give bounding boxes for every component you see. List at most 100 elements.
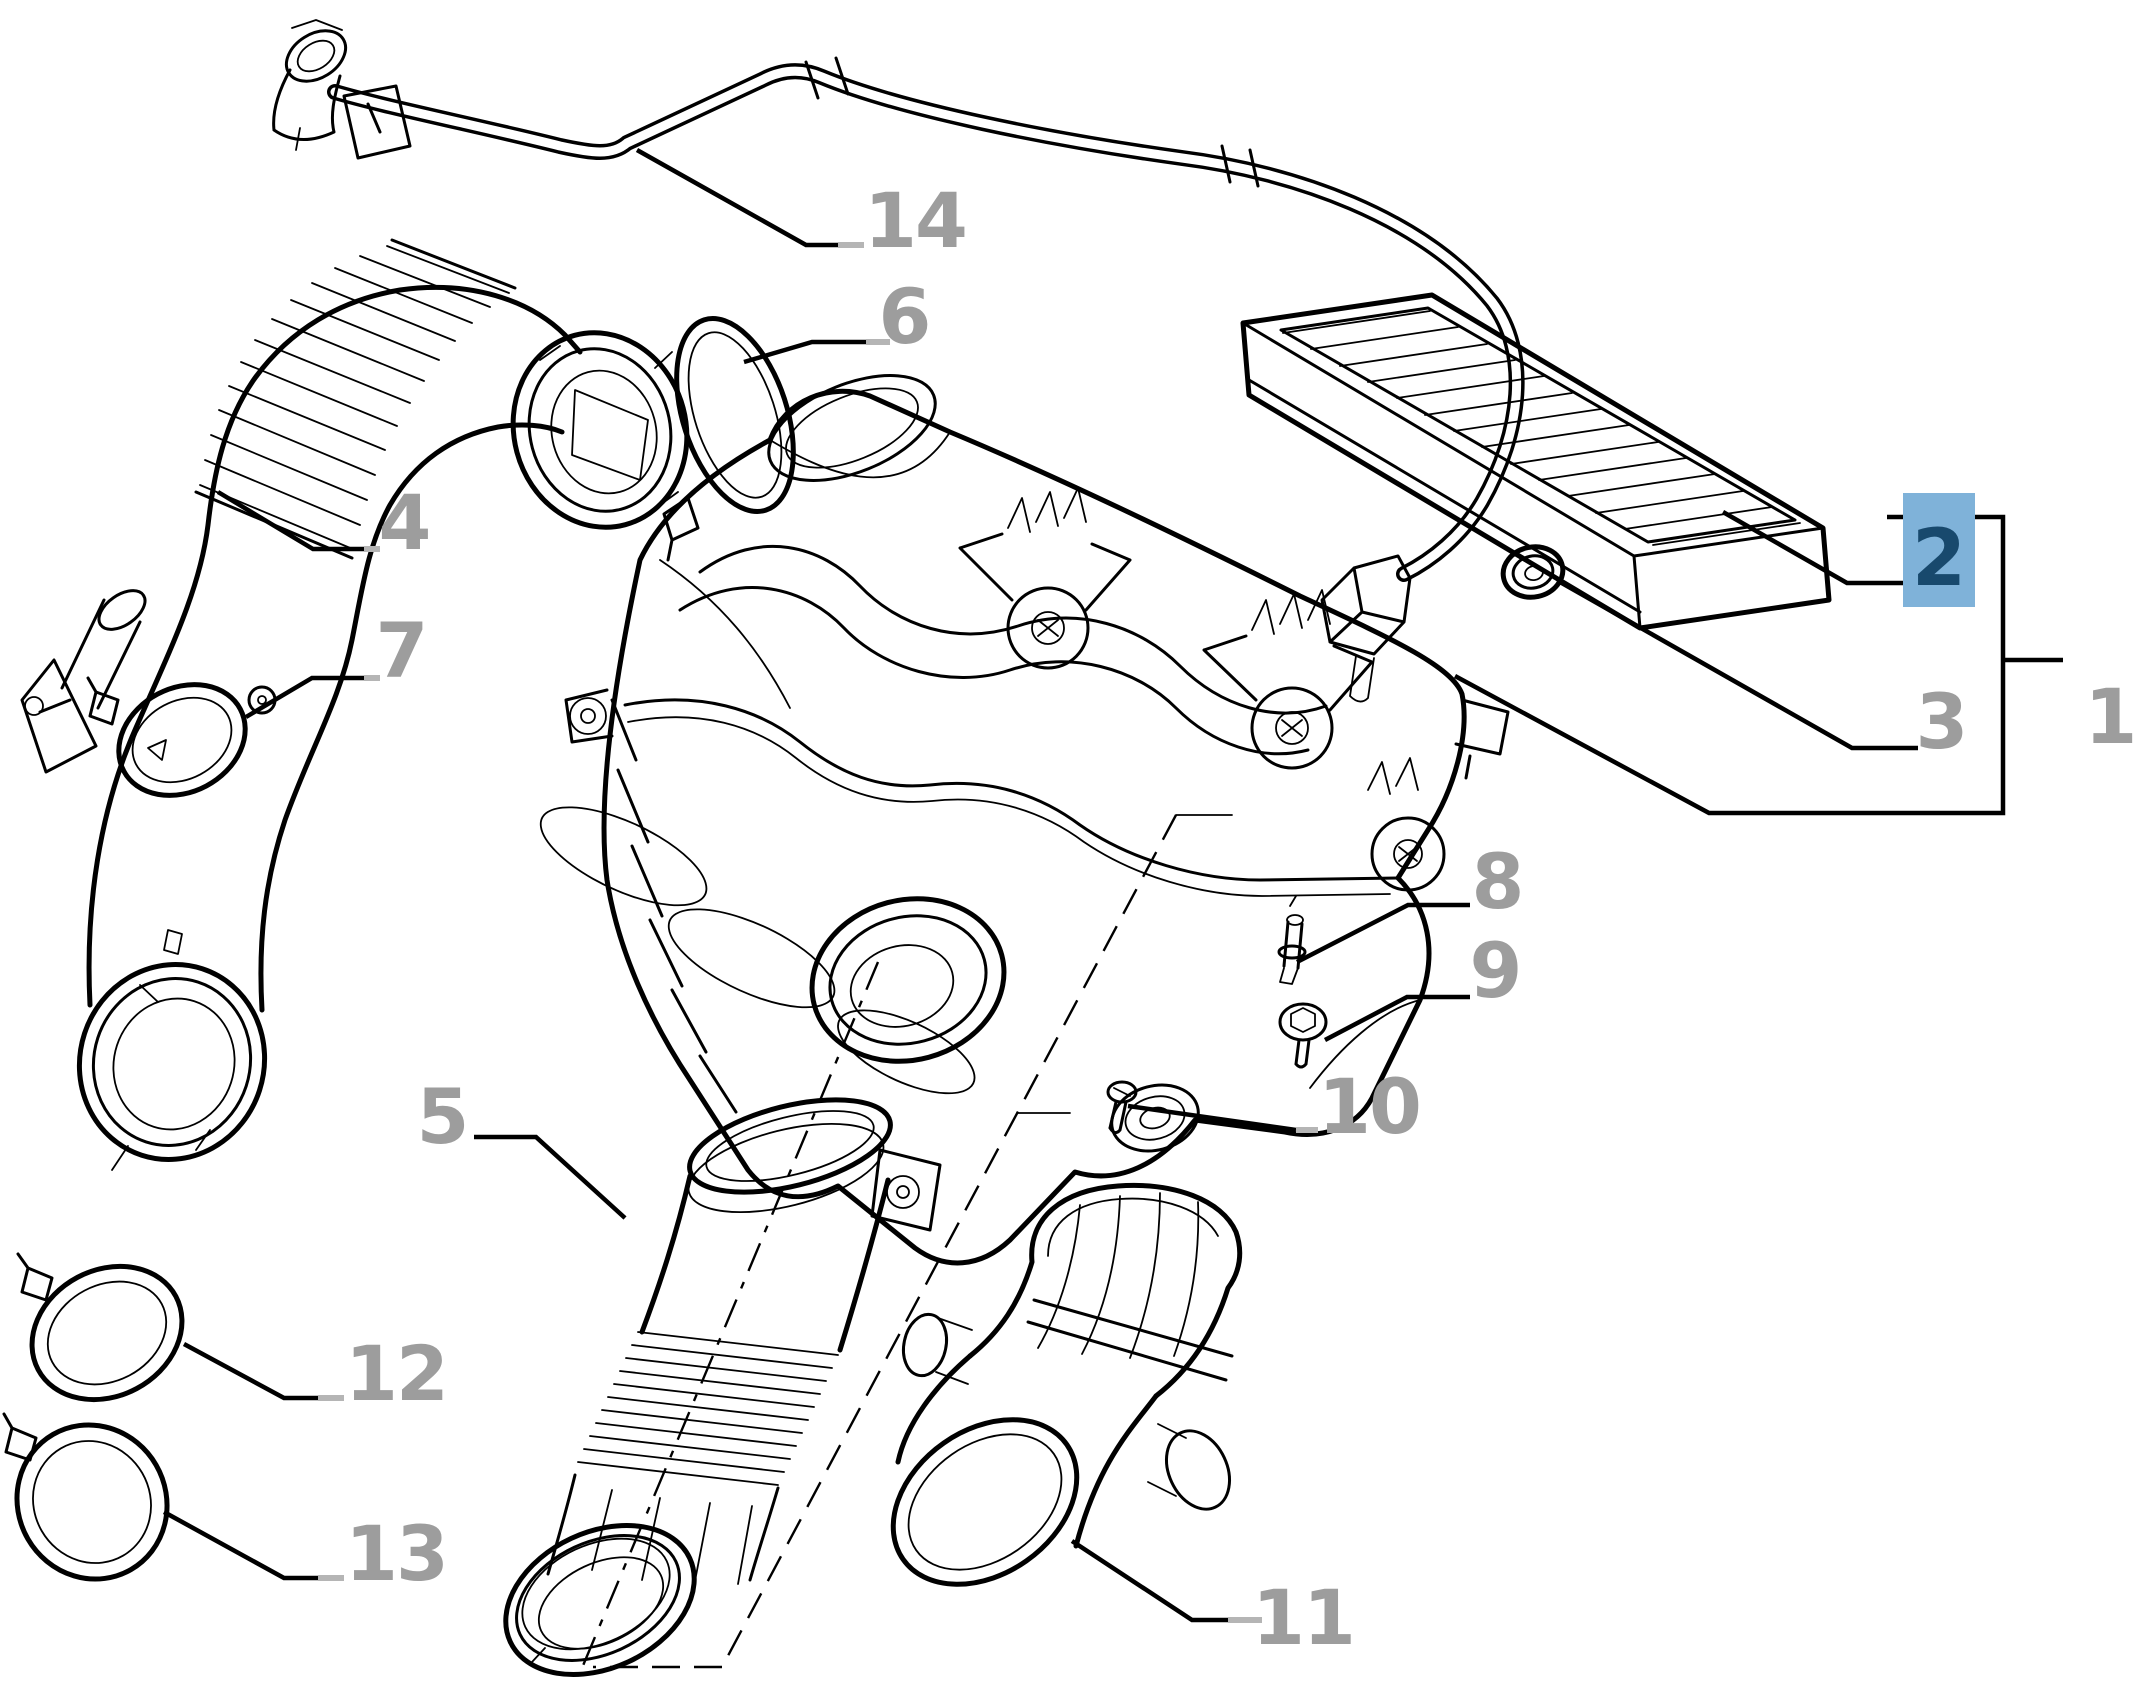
outlet-snout-tab — [870, 1148, 942, 1232]
duct-corrugation — [199, 245, 510, 551]
callout-6[interactable]: 6 — [879, 272, 932, 361]
box-left-tab-boss-center — [580, 708, 596, 724]
part-10-screw — [1106, 1080, 1138, 1135]
callout-12[interactable]: 12 — [345, 1329, 449, 1418]
hose5-bottom-ring — [515, 1534, 681, 1662]
leader-underscores — [318, 242, 1318, 1623]
box-screw-boss-2 — [1202, 589, 1374, 770]
leader-6 — [743, 339, 866, 365]
pipe-14-sleeve-ticks — [804, 56, 1260, 188]
ring-window — [571, 389, 649, 481]
filter-inner-frame — [1279, 306, 1797, 544]
nut-stem — [1294, 1038, 1311, 1069]
grommet-ring — [1511, 554, 1555, 590]
part-9-nut — [1278, 1002, 1328, 1069]
connector-bracket — [342, 84, 412, 160]
part-13-clamp — [2, 1412, 170, 1582]
clamp7-inner — [131, 696, 233, 784]
screw-slot — [1113, 1087, 1131, 1097]
grommet-hole — [1524, 565, 1544, 581]
outlet-outer — [809, 896, 1007, 1064]
leader-2 — [1721, 510, 1905, 586]
callout-7[interactable]: 7 — [376, 606, 429, 695]
callout-8[interactable]: 8 — [1472, 837, 1525, 926]
boss2-bracket — [1202, 634, 1374, 712]
connector-cap-inner — [296, 39, 336, 73]
hose5-bottom-collar — [503, 1523, 697, 1677]
box-silhouette — [601, 388, 1467, 1266]
leader-14 — [635, 148, 838, 248]
outlet-mid — [828, 914, 988, 1046]
callout-14[interactable]: 14 — [864, 176, 968, 265]
callout-13[interactable]: 13 — [345, 1509, 449, 1598]
callout-9[interactable]: 9 — [1470, 926, 1523, 1015]
part-7-clamp — [86, 676, 248, 798]
boss3-comb — [1367, 757, 1419, 795]
grommet-outer — [1500, 544, 1566, 600]
construction-lines — [580, 814, 1233, 1669]
outlet-tab-boss-center — [896, 1185, 910, 1199]
leader-3 — [1558, 580, 1918, 751]
duct-inner-edge — [258, 422, 565, 1013]
stud-tip — [1279, 895, 1299, 985]
callout-labels: 1 2 3 4 5 6 7 8 9 10 11 12 13 14 — [345, 176, 2138, 1662]
res-opening-outer — [890, 1417, 1080, 1587]
part-14-breather-pipe — [272, 19, 1525, 703]
filter-pleats — [1282, 310, 1801, 546]
boss1-comb — [1007, 487, 1087, 533]
callout-5[interactable]: 5 — [417, 1072, 470, 1161]
box-left-tab-boss — [569, 697, 607, 735]
callout-11[interactable]: 11 — [1252, 1573, 1356, 1662]
box-flange-line — [623, 698, 1400, 882]
callout-10[interactable]: 10 — [1318, 1062, 1422, 1151]
res-left-stub-cap — [901, 1312, 949, 1378]
fitting-clip — [147, 739, 167, 761]
fitting-screw — [24, 696, 44, 716]
hose5-top-ring — [687, 1123, 885, 1213]
pipe-14-elbow-boot — [1320, 554, 1412, 703]
res-left-stub-lines — [935, 1317, 973, 1385]
res-funnel-ribs — [1037, 1192, 1200, 1359]
box-flange-line-2 — [627, 716, 1391, 897]
res-strap — [1026, 1298, 1234, 1382]
pipe-14-connector — [272, 19, 412, 160]
callout-2[interactable]: 2 — [1912, 514, 1966, 604]
connector-details — [291, 19, 343, 151]
res-left-stub — [901, 1312, 973, 1385]
clamp13-tang — [2, 1412, 38, 1462]
fitting-bracket — [20, 658, 98, 774]
boss2-comb — [1251, 589, 1331, 635]
hose5-top-collar — [687, 1097, 893, 1195]
leader-7 — [244, 675, 364, 719]
box-outlet — [809, 896, 1007, 1232]
box-inlet-neck-inner — [785, 387, 919, 469]
hose5-inner-opening — [537, 1556, 665, 1650]
callout-1[interactable]: 1 — [2085, 672, 2138, 761]
leader-13 — [162, 1510, 318, 1581]
duct-left-fitting — [20, 589, 167, 774]
nut-washer — [1278, 1002, 1328, 1042]
resonator-align-line — [593, 814, 1178, 1669]
part-6-clamp — [662, 316, 796, 562]
res-right-stub-cap — [1165, 1429, 1231, 1511]
boot-nipple — [1349, 655, 1375, 703]
boss1-inner — [1031, 611, 1065, 645]
callout-3[interactable]: 3 — [1916, 677, 1969, 766]
duct-ring-end — [510, 330, 690, 530]
box-left-tab — [564, 688, 614, 744]
screw-head — [1106, 1080, 1138, 1104]
clamp13-outer — [14, 1422, 170, 1582]
clamp13-inner — [32, 1440, 152, 1564]
leader-8 — [1295, 902, 1470, 965]
callout-2-highlight-box[interactable] — [1903, 493, 1975, 607]
leader-12 — [182, 1342, 318, 1401]
duct-mouth-ring — [91, 977, 253, 1147]
boot-body — [1320, 554, 1412, 656]
duct-bottom-opening — [76, 962, 268, 1171]
hose5-corrugation — [577, 1331, 839, 1486]
boss1-outer — [1006, 586, 1090, 670]
res-right-stub-lines — [1147, 1423, 1187, 1497]
duct-hole-center — [257, 695, 267, 705]
callout-4[interactable]: 4 — [379, 478, 432, 567]
